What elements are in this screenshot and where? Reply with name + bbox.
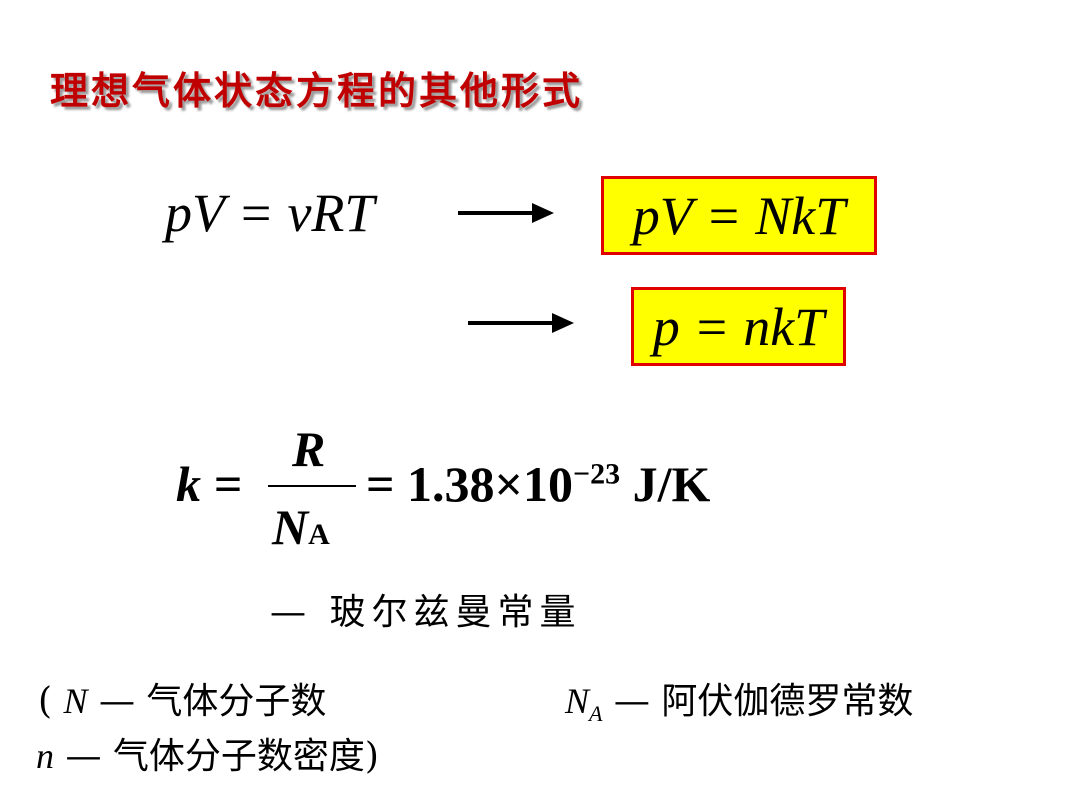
NA-symbol: N [565, 681, 590, 721]
n-symbol: n [36, 736, 54, 776]
fraction-bar [268, 485, 356, 487]
notes-line-1b: NA — 阿伏伽德罗常数 [565, 672, 913, 727]
denominator-symbol: N [272, 499, 309, 555]
notes-line-1: ( N — 气体分子数 [38, 672, 326, 724]
NA-description: — 阿伏伽德罗常数 [613, 681, 914, 722]
N-description: — 气体分子数 [98, 681, 327, 722]
fraction-denominator: NA [272, 498, 330, 556]
equation-pv-nkt: pV = NkT [632, 185, 846, 246]
slide-title: 理想气体状态方程的其他形式 [50, 68, 584, 113]
k-unit: J/K [632, 456, 711, 512]
notes-line-2: n — 气体分子数密度) [36, 727, 379, 779]
N-symbol: N [63, 681, 88, 721]
k-lhs: k = [176, 455, 242, 513]
n-description: — 气体分子数密度) [65, 736, 379, 777]
k-value: = 1.38×10−23 J/K [366, 455, 710, 513]
k-lhs-text: k = [176, 456, 242, 512]
highlight-box-pv-nkt: pV = NkT [601, 176, 877, 255]
arrow-right-icon [458, 203, 554, 223]
highlight-box-p-nkt: p = nkT [631, 287, 846, 366]
equation-p-nkt: p = nkT [652, 296, 825, 357]
fraction-numerator: R [292, 421, 326, 477]
k-mantissa: = 1.38×10 [366, 456, 573, 512]
boltzmann-constant-label: — 玻尔兹曼常量 [270, 592, 582, 633]
open-paren: ( [38, 681, 53, 722]
k-exponent: −23 [572, 457, 621, 491]
equation-pv-nurt: pV = νRT [165, 183, 375, 243]
NA-subscript: A [589, 701, 603, 727]
denominator-subscript: A [308, 518, 330, 551]
arrow-right-icon [468, 313, 574, 333]
